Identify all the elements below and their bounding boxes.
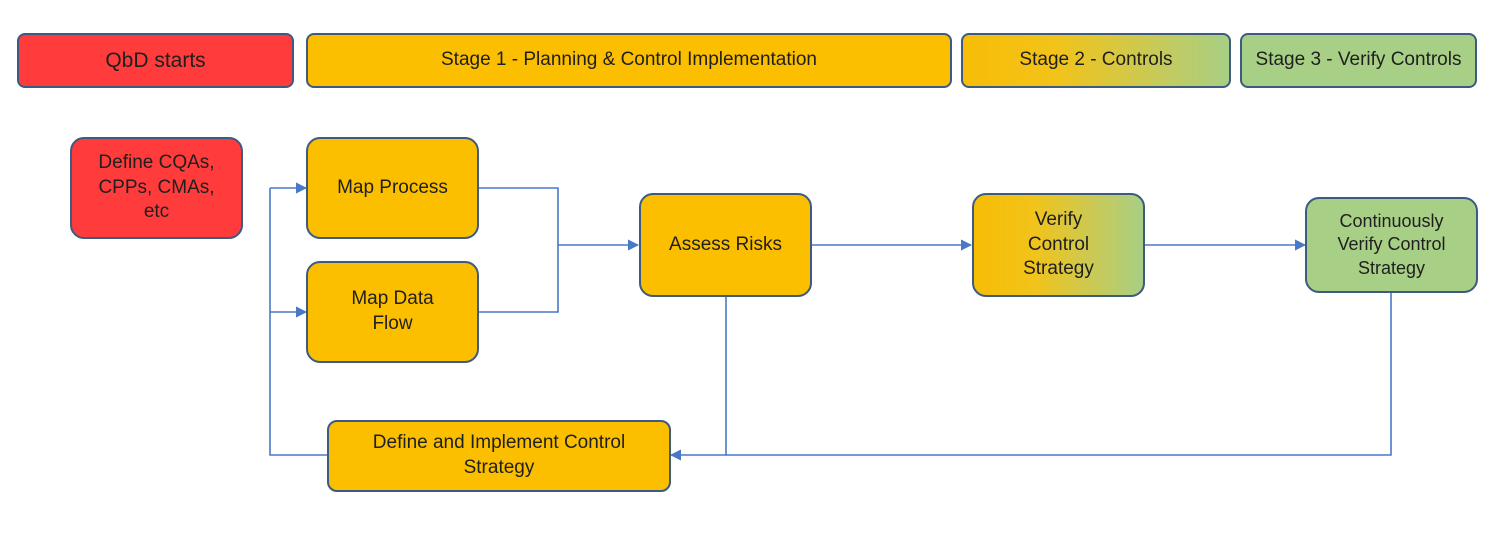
arrow-to-define-implement xyxy=(669,297,727,461)
stage-2-label: Stage 2 - Controls xyxy=(1019,49,1173,71)
stage-1-planning: Stage 1 - Planning & Control Implementat… xyxy=(306,33,952,88)
stage-2-controls: Stage 2 - Controls xyxy=(961,33,1231,88)
node-map-process: Map Process xyxy=(306,137,479,239)
stage-3-verify-controls: Stage 3 - Verify Controls xyxy=(1240,33,1477,88)
node-map-data-flow-label: Map Data Flow xyxy=(351,288,434,334)
node-verify-control-strategy-label: Verify Control Strategy xyxy=(1023,208,1094,280)
node-continuously-verify: Continuously Verify Control Strategy xyxy=(1305,197,1478,293)
node-verify-control-strategy: Verify Control Strategy xyxy=(972,193,1145,297)
stage-qbd-starts-label: QbD starts xyxy=(105,48,206,72)
node-define-cqas-label: Define CQAs, CPPs, CMAs, etc xyxy=(98,151,215,223)
stage-qbd-starts: QbD starts xyxy=(17,33,294,88)
node-assess-risks: Assess Risks xyxy=(639,193,812,297)
node-assess-risks-label: Assess Risks xyxy=(669,233,782,255)
node-map-data-flow: Map Data Flow xyxy=(306,261,479,363)
node-map-process-label: Map Process xyxy=(337,176,448,198)
node-define-cqas: Define CQAs, CPPs, CMAs, etc xyxy=(70,137,243,239)
connector-continuously-verify-feedback xyxy=(726,293,1392,456)
node-continuously-verify-label: Continuously Verify Control Strategy xyxy=(1337,210,1446,278)
connector-map-process-to-merge xyxy=(478,187,559,245)
connector-define-implement-loop xyxy=(269,188,327,456)
connector-map-data-flow-to-merge xyxy=(478,245,559,313)
node-define-implement-control-strategy: Define and Implement Control Strategy xyxy=(327,420,671,492)
stage-1-label: Stage 1 - Planning & Control Implementat… xyxy=(441,49,817,71)
node-define-implement-label: Define and Implement Control Strategy xyxy=(372,432,626,478)
stage-3-label: Stage 3 - Verify Controls xyxy=(1255,49,1462,71)
